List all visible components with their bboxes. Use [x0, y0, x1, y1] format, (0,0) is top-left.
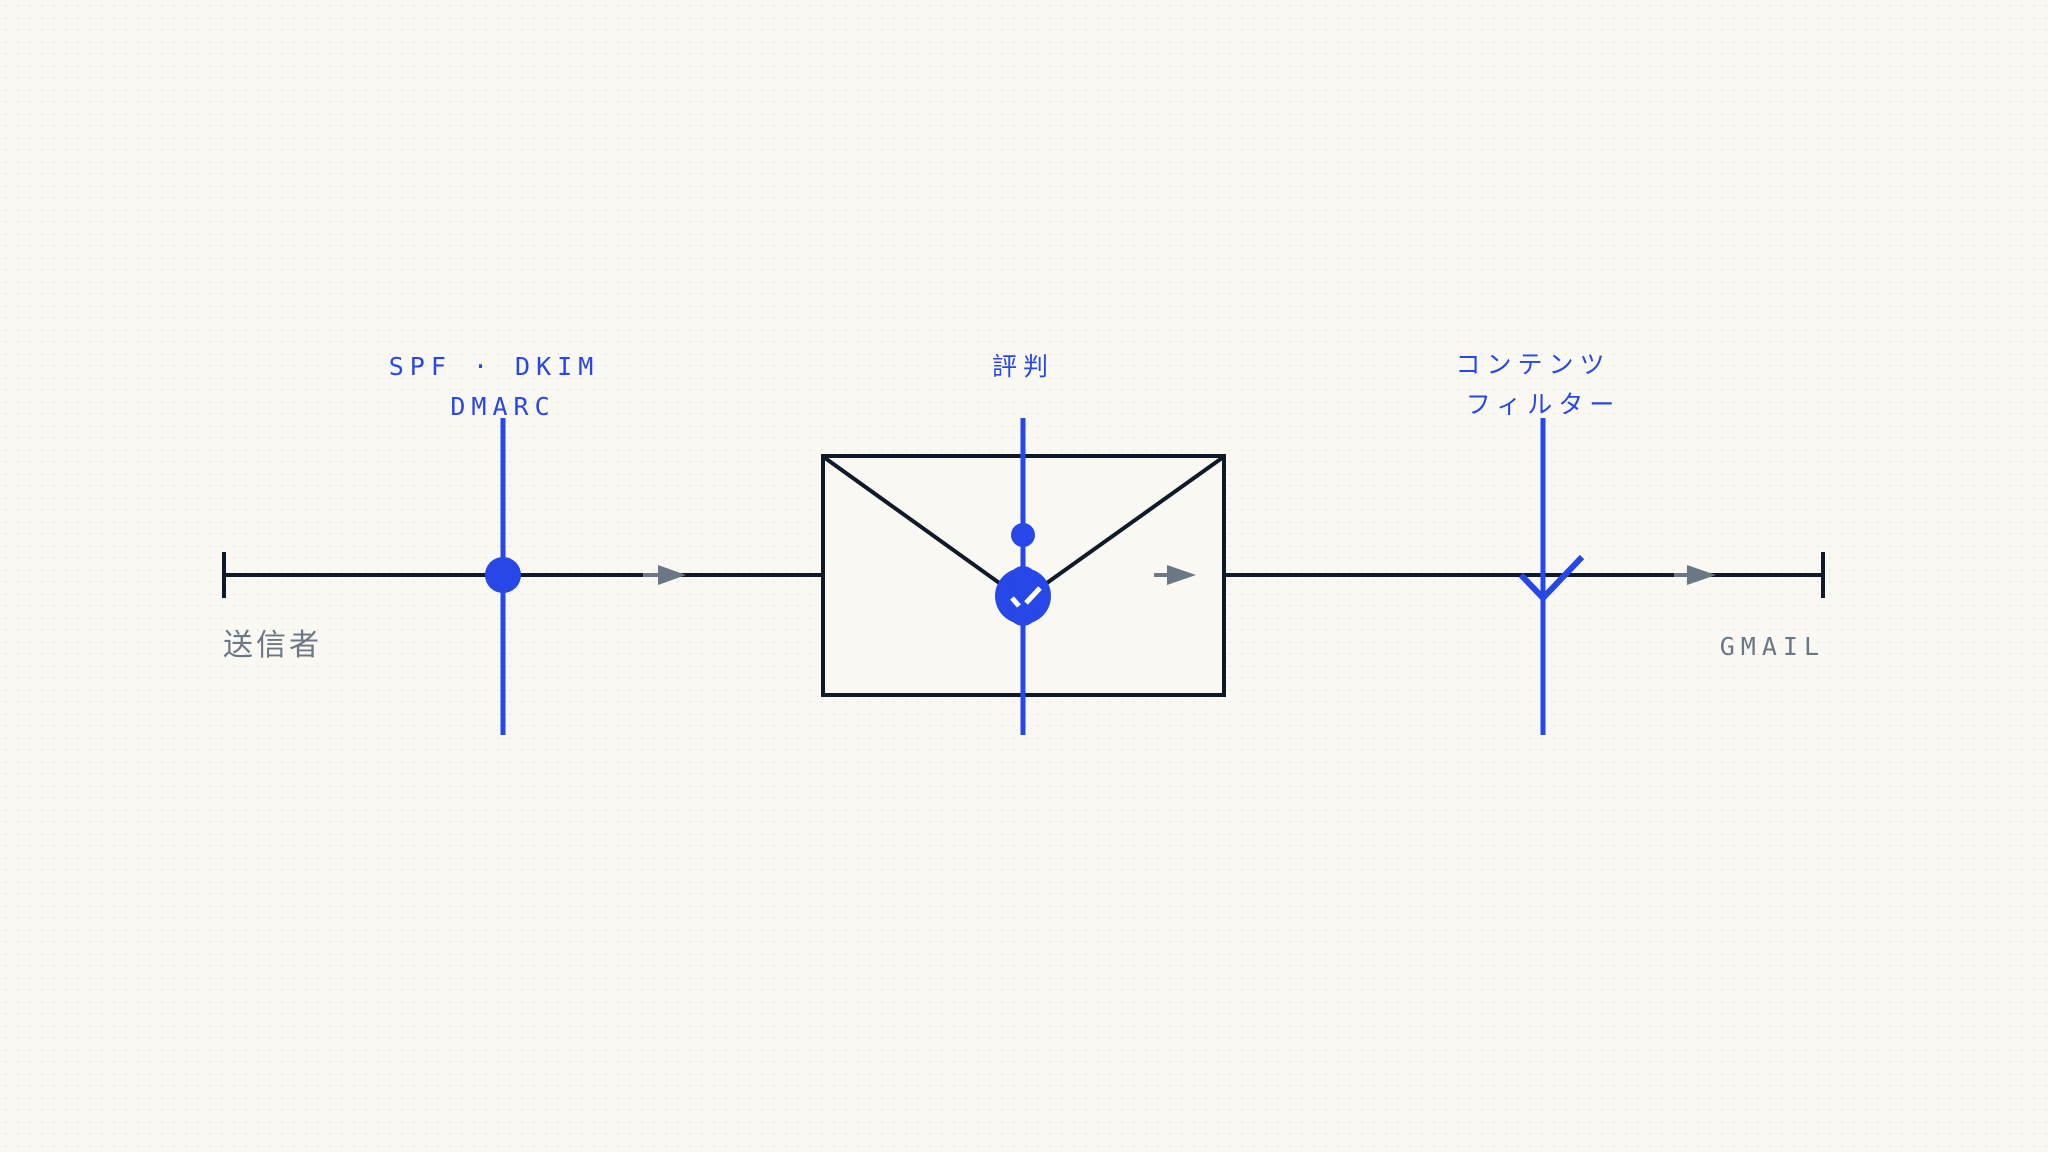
- arrow-icon: [1674, 565, 1716, 585]
- checkpoint-label-reputation: 評判: [992, 352, 1054, 381]
- dot-icon: [1011, 523, 1035, 547]
- arrow-icon: [1154, 565, 1196, 585]
- arrow-icon: [643, 565, 686, 585]
- dot-icon: [485, 557, 521, 593]
- checkpoint-label-auth: DMARC: [450, 392, 555, 421]
- checkpoint-label-content: フィルター: [1466, 390, 1621, 419]
- checkpoint-label-content: コンテンツ: [1455, 350, 1610, 379]
- check-badge-icon: [995, 566, 1051, 626]
- filter-check-icon: [1518, 554, 1585, 603]
- checkpoint-label-auth: SPF · DKIM: [389, 352, 600, 381]
- sender-label: 送信者: [223, 628, 322, 663]
- receiver-label: GMAIL: [1720, 632, 1825, 661]
